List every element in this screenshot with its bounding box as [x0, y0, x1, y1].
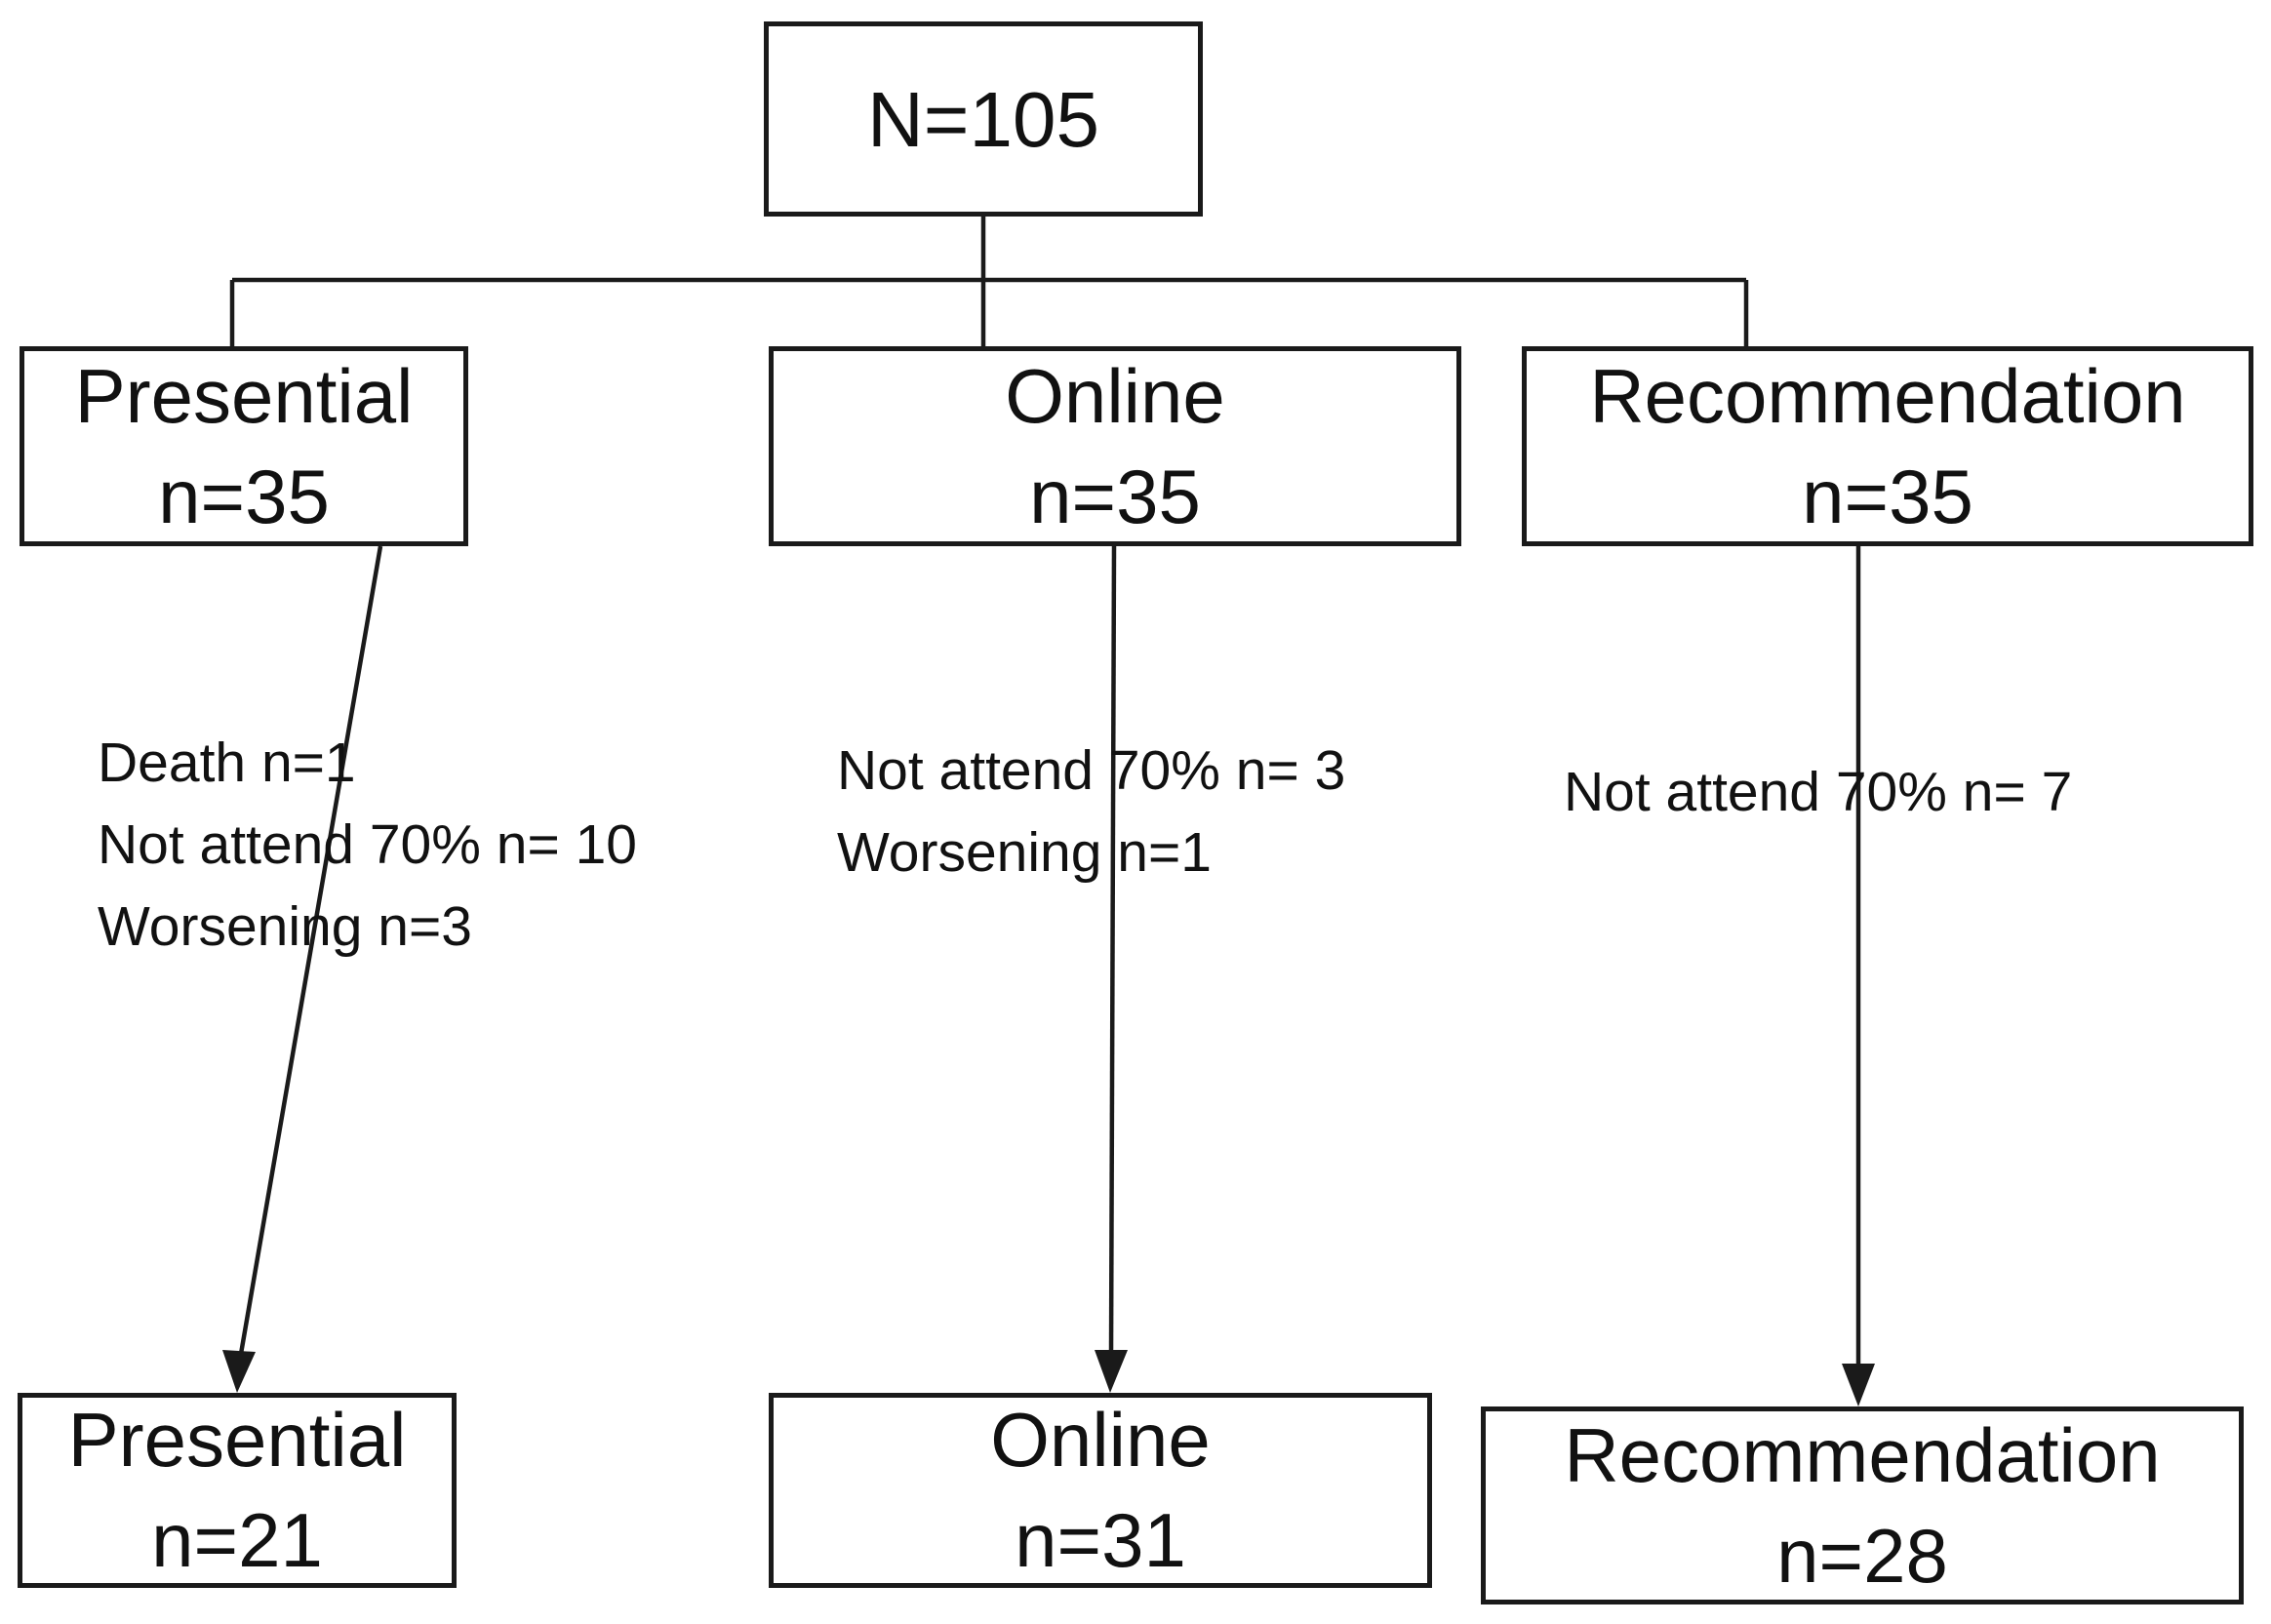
node-recommendation-initial: Recommendation n=35: [1522, 346, 2253, 546]
node-presential-initial-count: n=35: [158, 453, 330, 539]
note-presential-line-3: Worsening n=3: [98, 895, 472, 958]
node-recommendation-final: Recommendation n=28: [1481, 1406, 2244, 1604]
arrowhead-presential: [222, 1350, 256, 1393]
node-recommendation-initial-label: Recommendation: [1589, 352, 2186, 439]
arrowhead-recommendation: [1842, 1364, 1875, 1406]
node-online-initial-count: n=35: [1029, 453, 1201, 539]
note-recommendation-attrition: Not attend 70% n= 7: [1564, 751, 2072, 833]
node-recommendation-final-count: n=28: [1776, 1512, 1948, 1599]
node-online-final: Online n=31: [769, 1393, 1432, 1588]
node-presential-final-label: Presential: [67, 1397, 407, 1483]
note-online-line-2: Worsening n=1: [837, 821, 1212, 884]
note-online-attrition: Not attend 70% n= 3 Worsening n=1: [837, 730, 1345, 893]
node-recommendation-initial-count: n=35: [1802, 453, 1973, 539]
edge-online-branch: [1108, 545, 1117, 1355]
node-presential-initial-label: Presential: [74, 352, 414, 439]
node-online-initial: Online n=35: [769, 346, 1461, 546]
node-recommendation-final-label: Recommendation: [1564, 1411, 2161, 1498]
note-presential-line-1: Death n=1: [98, 732, 356, 794]
arrowhead-online: [1095, 1350, 1128, 1393]
note-presential-line-2: Not attend 70% n= 10: [98, 813, 637, 876]
node-online-final-label: Online: [990, 1397, 1211, 1483]
node-presential-final-count: n=21: [151, 1497, 323, 1583]
node-online-initial-label: Online: [1005, 352, 1225, 439]
node-total-label: N=105: [867, 75, 1099, 163]
edge-presential-branch: [238, 545, 383, 1355]
node-online-final-count: n=31: [1015, 1497, 1186, 1583]
node-presential-final: Presential n=21: [18, 1393, 457, 1588]
node-total-enrolled: N=105: [764, 21, 1203, 217]
note-online-line-1: Not attend 70% n= 3: [837, 739, 1346, 802]
note-recommendation-line-1: Not attend 70% n= 7: [1564, 761, 2073, 823]
node-presential-initial: Presential n=35: [20, 346, 468, 546]
note-presential-attrition: Death n=1 Not attend 70% n= 10 Worsening…: [98, 722, 637, 968]
